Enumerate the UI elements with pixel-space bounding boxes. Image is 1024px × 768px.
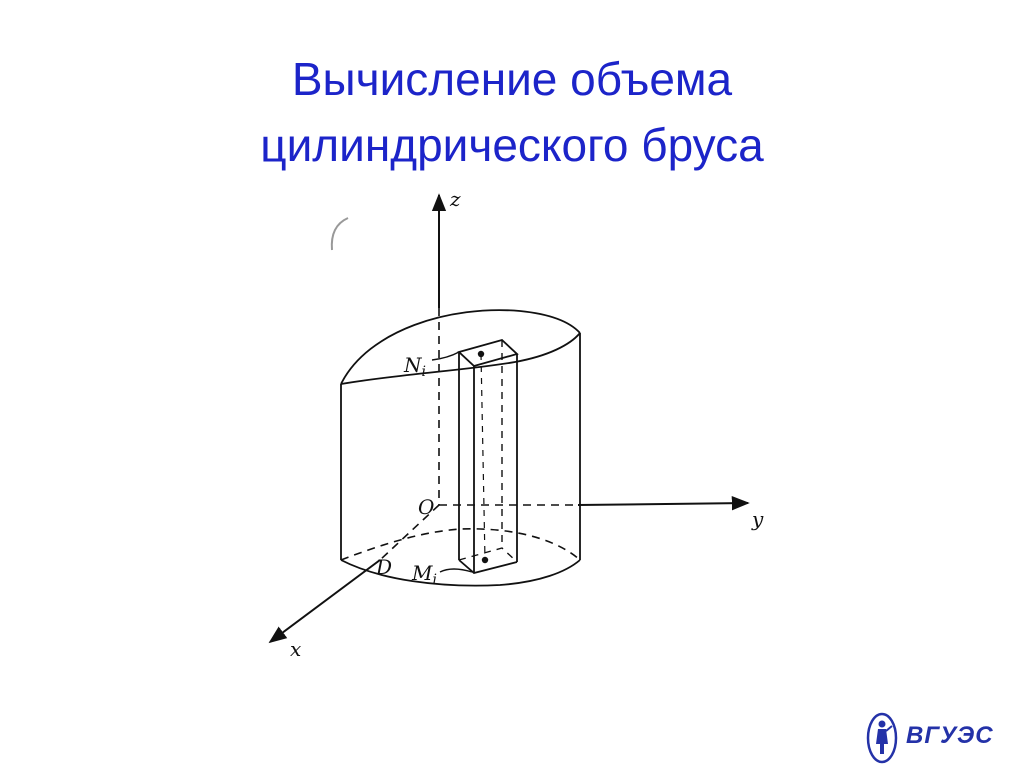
title-line-2: цилиндрического бруса [260,119,764,171]
mi-leader [439,568,473,573]
origin-label: O [418,495,434,519]
mi-label-main: M [411,561,433,585]
elementary-column [457,338,519,574]
y-axis [577,495,750,511]
point-ni-center-line [480,353,486,561]
region-label: D [375,555,392,579]
mi-label: Mi [411,561,437,588]
mi-label-sub: i [432,572,436,588]
x-axis [268,559,381,644]
ni-label-sub: i [422,364,426,380]
ni-leader [431,351,460,361]
page-title: Вычисление объема цилиндрического бруса [0,46,1024,178]
stray-mark [330,217,349,251]
university-logo: ВГУЭС [864,712,994,764]
logo-text: ВГУЭС [906,722,994,749]
z-axis-label: z [449,187,461,211]
title-line-1: Вычисление объема [291,53,733,105]
top-surface-front [340,332,581,385]
x-axis-label: x [290,637,301,661]
ni-label: Ni [403,353,426,380]
top-surface-back [340,309,581,385]
monument-figure-icon [866,712,898,764]
y-axis-label: y [751,507,764,531]
bottom-region-front [340,559,581,587]
ni-label-main: N [403,353,423,377]
